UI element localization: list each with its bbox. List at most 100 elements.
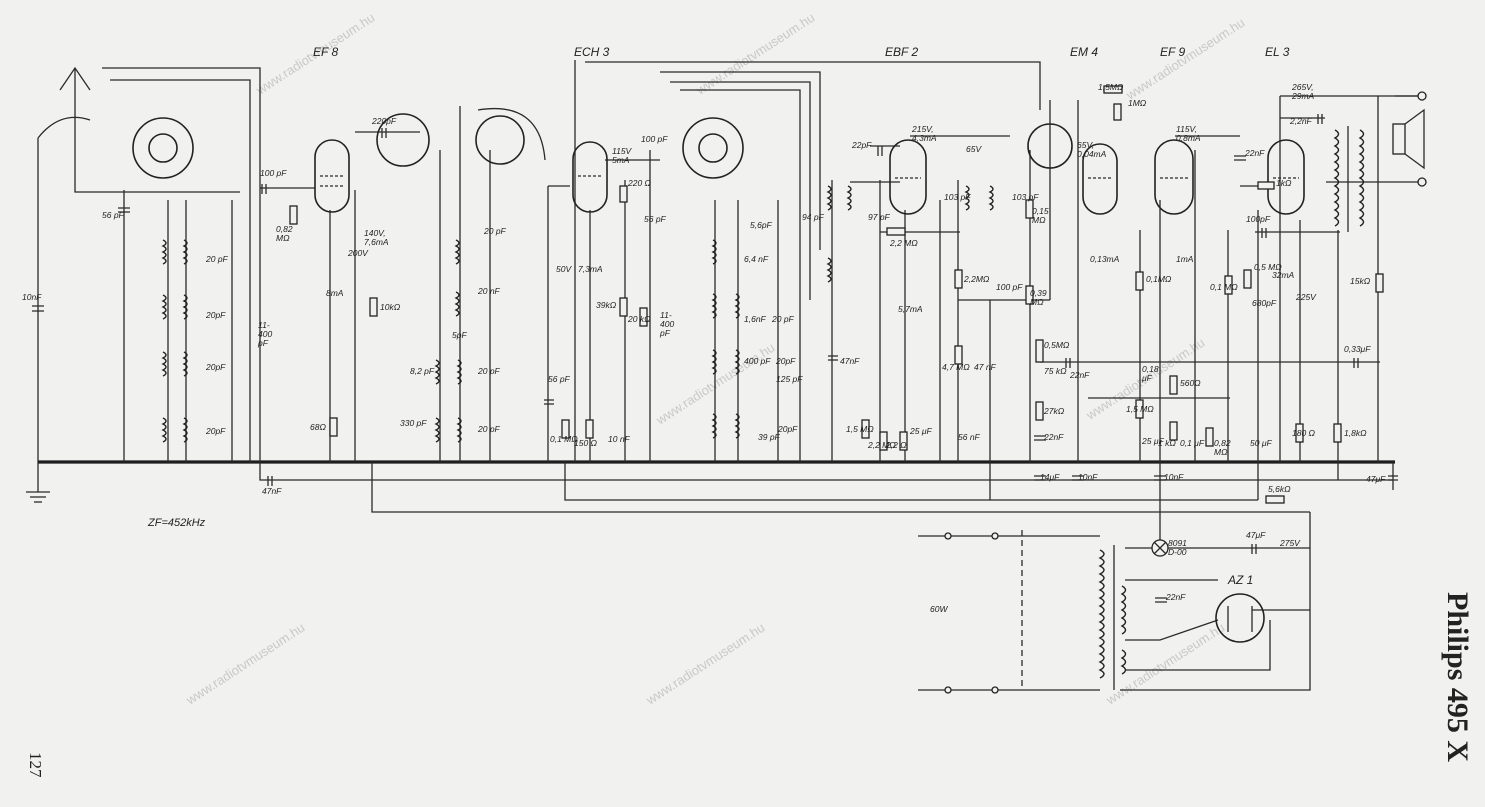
mains-plug — [944, 532, 999, 694]
component-value-label: 25 μF — [909, 426, 932, 436]
coil-symbol — [161, 417, 167, 443]
component-value-label: 68Ω — [310, 422, 326, 432]
resistor — [329, 417, 338, 437]
component-value-label: 20pF — [205, 362, 226, 372]
component-value-label: 0,13mA — [1090, 254, 1120, 264]
output-transformer-secondary — [1358, 129, 1365, 227]
component-value-label: 56 pF — [548, 374, 571, 384]
component-value-label: 100 pF — [641, 134, 668, 144]
coil-symbol — [161, 351, 167, 377]
band-switch — [698, 133, 728, 163]
resistor — [1035, 339, 1044, 363]
mains-transformer-secondary — [1120, 585, 1127, 635]
band-switch — [376, 113, 430, 167]
component-value-label: 56 nF — [958, 432, 981, 442]
component-value-label: 100pF — [1246, 214, 1271, 224]
component-value-label: 39kΩ — [596, 300, 617, 310]
component-value-label: 10 nF — [608, 434, 631, 444]
resistor — [585, 419, 594, 439]
component-value-label: 1,6nF — [744, 314, 767, 324]
tube-ef9 — [1154, 139, 1194, 215]
component-value-label: 10kΩ — [380, 302, 401, 312]
coil-symbol — [161, 239, 167, 265]
component-value-label: 56 pF — [102, 210, 125, 220]
coil-symbol — [734, 293, 740, 319]
component-value-label: 47 nF — [974, 362, 997, 372]
component-value-label: 200V — [347, 248, 369, 258]
coil-set — [161, 126, 1365, 690]
resistor — [861, 419, 870, 439]
component-value-label: 15kΩ — [1350, 276, 1371, 286]
component-value-label: 20pF — [205, 310, 226, 320]
component-value-label: 150 Ω — [574, 438, 598, 448]
tube-el3 — [1267, 139, 1305, 215]
coil-symbol — [826, 257, 832, 283]
component-value-label: 330 pF — [400, 418, 427, 428]
band-switches — [132, 108, 1073, 179]
resistor — [954, 345, 963, 365]
wiring — [26, 60, 1420, 691]
tube-label-ech3: ECH 3 — [574, 45, 610, 59]
component-value-label: 5,6pF — [750, 220, 773, 230]
component-value-label: 225V — [1295, 292, 1317, 302]
resistor — [1025, 285, 1034, 305]
coil-symbol — [734, 349, 740, 375]
component-value-label: 1,8kΩ — [1344, 428, 1367, 438]
component-value-label: 94 pF — [802, 212, 825, 222]
component-value-label: 47μF — [1366, 474, 1386, 484]
resistor — [1135, 271, 1144, 291]
component-value-label: 680pF — [1252, 298, 1277, 308]
page-number: 127 — [26, 752, 45, 778]
component-value-label: 20 pF — [477, 366, 501, 376]
component-value-label: 275V — [1279, 538, 1301, 548]
component-value-label: 20 kΩ — [627, 314, 651, 324]
capacitor — [1234, 155, 1246, 161]
component-value-label: 115V,0,8mA — [1176, 124, 1201, 143]
component-value-label: 100 pF — [260, 168, 287, 178]
component-value-label: 180 Ω — [1292, 428, 1316, 438]
coil-symbol — [711, 293, 717, 319]
component-value-label: 1,5MΩ — [1098, 82, 1124, 92]
component-value-label: 400 pF — [744, 356, 771, 366]
coil-symbol — [454, 239, 460, 265]
band-switch — [475, 115, 525, 165]
model-title: Philips 495 X — [1441, 592, 1474, 762]
tube-ech3 — [572, 141, 608, 213]
capacitor — [261, 184, 267, 194]
component-value-label: 265V,29mA — [1291, 82, 1315, 101]
component-value-label: 65V,0,04mA — [1077, 140, 1107, 159]
capacitor — [1353, 358, 1359, 368]
component-value-label: 0,1MΩ — [1146, 274, 1172, 284]
component-value-label: 47nF — [840, 356, 860, 366]
tube-labels: EF 8 ECH 3 EBF 2 EM 4 EF 9 EL 3 AZ 1 — [313, 45, 1290, 587]
resistor — [619, 297, 628, 317]
component-value-label: 20 pF — [483, 226, 507, 236]
coil-symbol — [182, 417, 188, 443]
coil-symbol — [711, 413, 717, 439]
component-value-label: 0,5MΩ — [1044, 340, 1070, 350]
component-value-label: 22nF — [1244, 148, 1265, 158]
component-value-label: 8,2 pF — [410, 366, 435, 376]
resistor — [1224, 275, 1233, 295]
coil-symbol — [182, 294, 188, 320]
resistor — [1025, 199, 1034, 219]
coil-symbol — [434, 359, 440, 385]
component-value-label: 2,2nF — [1289, 116, 1313, 126]
watermark: www.radiotvmuseum.hu — [1103, 620, 1228, 708]
resistor — [1257, 181, 1275, 190]
component-value-label: 100 pF — [996, 282, 1023, 292]
coil-symbol — [454, 291, 460, 317]
resistor — [886, 227, 906, 236]
capacitor — [1155, 597, 1167, 603]
component-value-label: 2,2 MΩ — [889, 238, 918, 248]
capacitors — [32, 114, 1398, 603]
component-value-label: 6,4 nF — [744, 254, 769, 264]
component-value-label: 1kΩ — [1276, 178, 1292, 188]
